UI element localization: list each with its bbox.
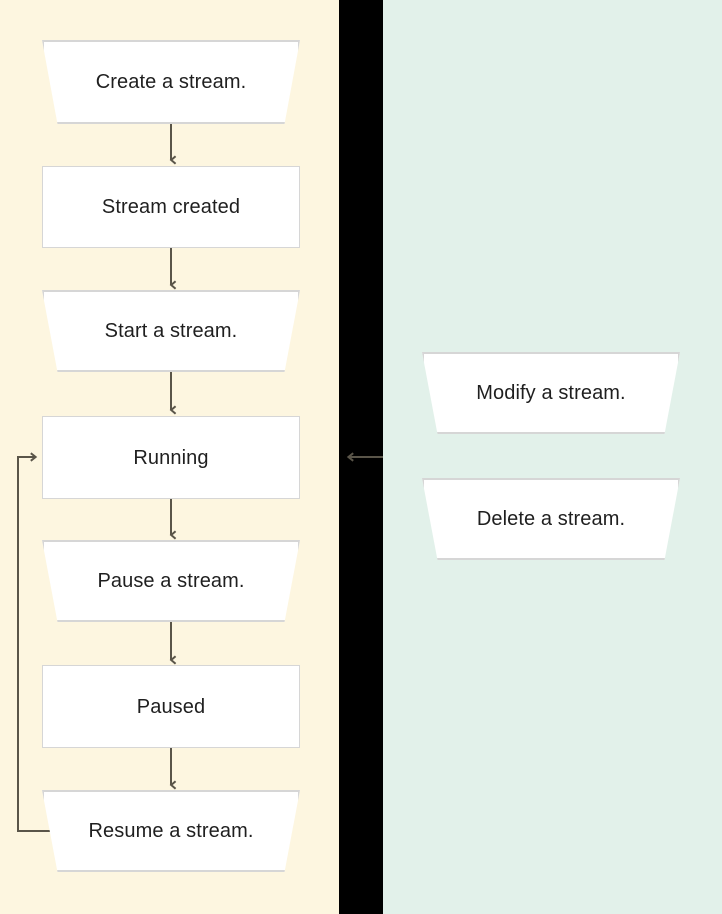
node-label: Resume a stream.	[88, 820, 254, 842]
node-resume-a-stream[interactable]: Resume a stream.	[42, 790, 300, 872]
node-label: Pause a stream.	[97, 570, 245, 592]
node-label: Modify a stream.	[476, 382, 626, 404]
node-label: Paused	[136, 695, 206, 718]
panel-divider	[339, 0, 383, 914]
node-paused[interactable]: Paused	[42, 665, 300, 748]
node-label: Running	[133, 446, 209, 469]
node-pause-a-stream[interactable]: Pause a stream.	[42, 540, 300, 622]
node-label: Create a stream.	[95, 71, 247, 93]
node-create-a-stream[interactable]: Create a stream.	[42, 40, 300, 124]
node-start-a-stream[interactable]: Start a stream.	[42, 290, 300, 372]
node-label: Stream created	[101, 196, 241, 218]
right-panel-background	[383, 0, 722, 914]
node-stream-created[interactable]: Stream created	[42, 166, 300, 248]
node-label: Start a stream.	[104, 320, 238, 342]
node-running[interactable]: Running	[42, 416, 300, 499]
node-label: Delete a stream.	[476, 508, 626, 530]
node-delete-a-stream[interactable]: Delete a stream.	[422, 478, 680, 560]
node-modify-a-stream[interactable]: Modify a stream.	[422, 352, 680, 434]
